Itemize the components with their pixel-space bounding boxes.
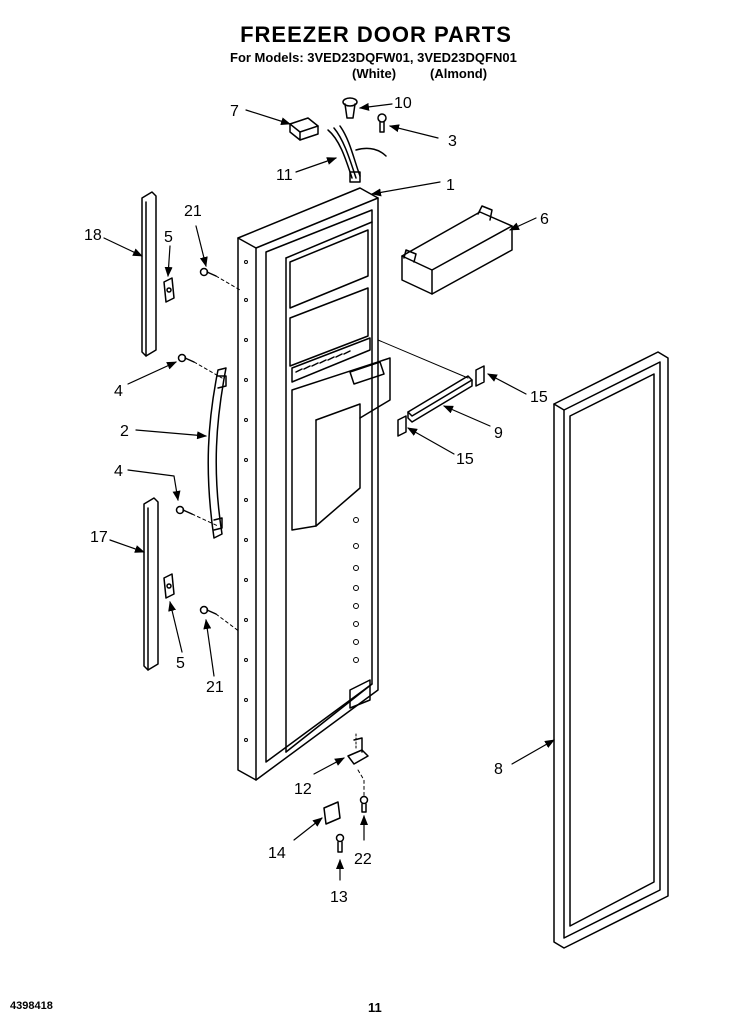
callout-21-upper: 21 xyxy=(184,203,202,220)
callout-3: 3 xyxy=(448,133,457,150)
door-liner xyxy=(237,187,391,781)
callout-8: 8 xyxy=(494,761,503,778)
models-line: For Models: 3VED23DQFW01, 3VED23DQFN01 xyxy=(230,50,517,65)
callout-15-upper: 15 xyxy=(530,389,548,406)
callout-labels: 7 10 3 11 1 6 18 21 5 4 2 4 17 5 21 15 9… xyxy=(84,95,549,906)
screw-3 xyxy=(377,113,387,133)
callout-15-lower: 15 xyxy=(456,451,474,468)
bracket-15-lower xyxy=(397,415,407,437)
ice-chute-rail xyxy=(407,375,473,423)
callout-5-lower: 5 xyxy=(176,655,185,672)
callout-4-lower: 4 xyxy=(114,463,123,480)
door-gasket xyxy=(553,351,669,949)
callout-1: 1 xyxy=(446,177,455,194)
page-title: FREEZER DOOR PARTS xyxy=(240,22,512,47)
callout-13: 13 xyxy=(330,889,348,906)
callout-18: 18 xyxy=(84,227,102,244)
door-handle xyxy=(207,367,227,539)
trim-strip-upper xyxy=(141,191,157,357)
screw-21-lower xyxy=(199,605,241,633)
page-number: 11 xyxy=(368,1000,382,1015)
callout-6: 6 xyxy=(540,211,549,228)
screw-21-upper xyxy=(199,267,241,291)
leader-lines xyxy=(103,102,555,881)
clip-upper xyxy=(163,277,175,303)
hinge-cap xyxy=(347,733,369,797)
callout-12: 12 xyxy=(294,781,312,798)
wire-harness xyxy=(327,125,387,183)
color-white-label: (White) xyxy=(352,66,397,81)
document-number: 4398418 xyxy=(10,1000,53,1012)
hinge-bracket xyxy=(323,801,341,825)
screw-22 xyxy=(359,795,369,813)
door-bucket xyxy=(401,205,513,295)
callout-4-upper: 4 xyxy=(114,383,123,400)
callout-10: 10 xyxy=(394,95,412,112)
callout-5-upper: 5 xyxy=(164,229,173,246)
color-almond-label: (Almond) xyxy=(430,66,488,81)
bracket-15-upper xyxy=(475,365,485,387)
callout-21-lower: 21 xyxy=(206,679,224,696)
screw-4-lower xyxy=(175,505,219,527)
trim-strip-lower xyxy=(143,497,159,671)
callout-14: 14 xyxy=(268,845,286,862)
screw-13 xyxy=(335,833,345,853)
connector-part xyxy=(289,117,319,141)
plug-part xyxy=(342,97,358,119)
callout-17: 17 xyxy=(90,529,108,546)
clip-lower xyxy=(163,573,175,599)
callout-9: 9 xyxy=(494,425,503,442)
callout-22: 22 xyxy=(354,851,372,868)
callout-2: 2 xyxy=(120,423,129,440)
screw-4-upper xyxy=(177,353,223,379)
callout-11: 11 xyxy=(276,167,293,184)
callout-7: 7 xyxy=(230,103,239,120)
